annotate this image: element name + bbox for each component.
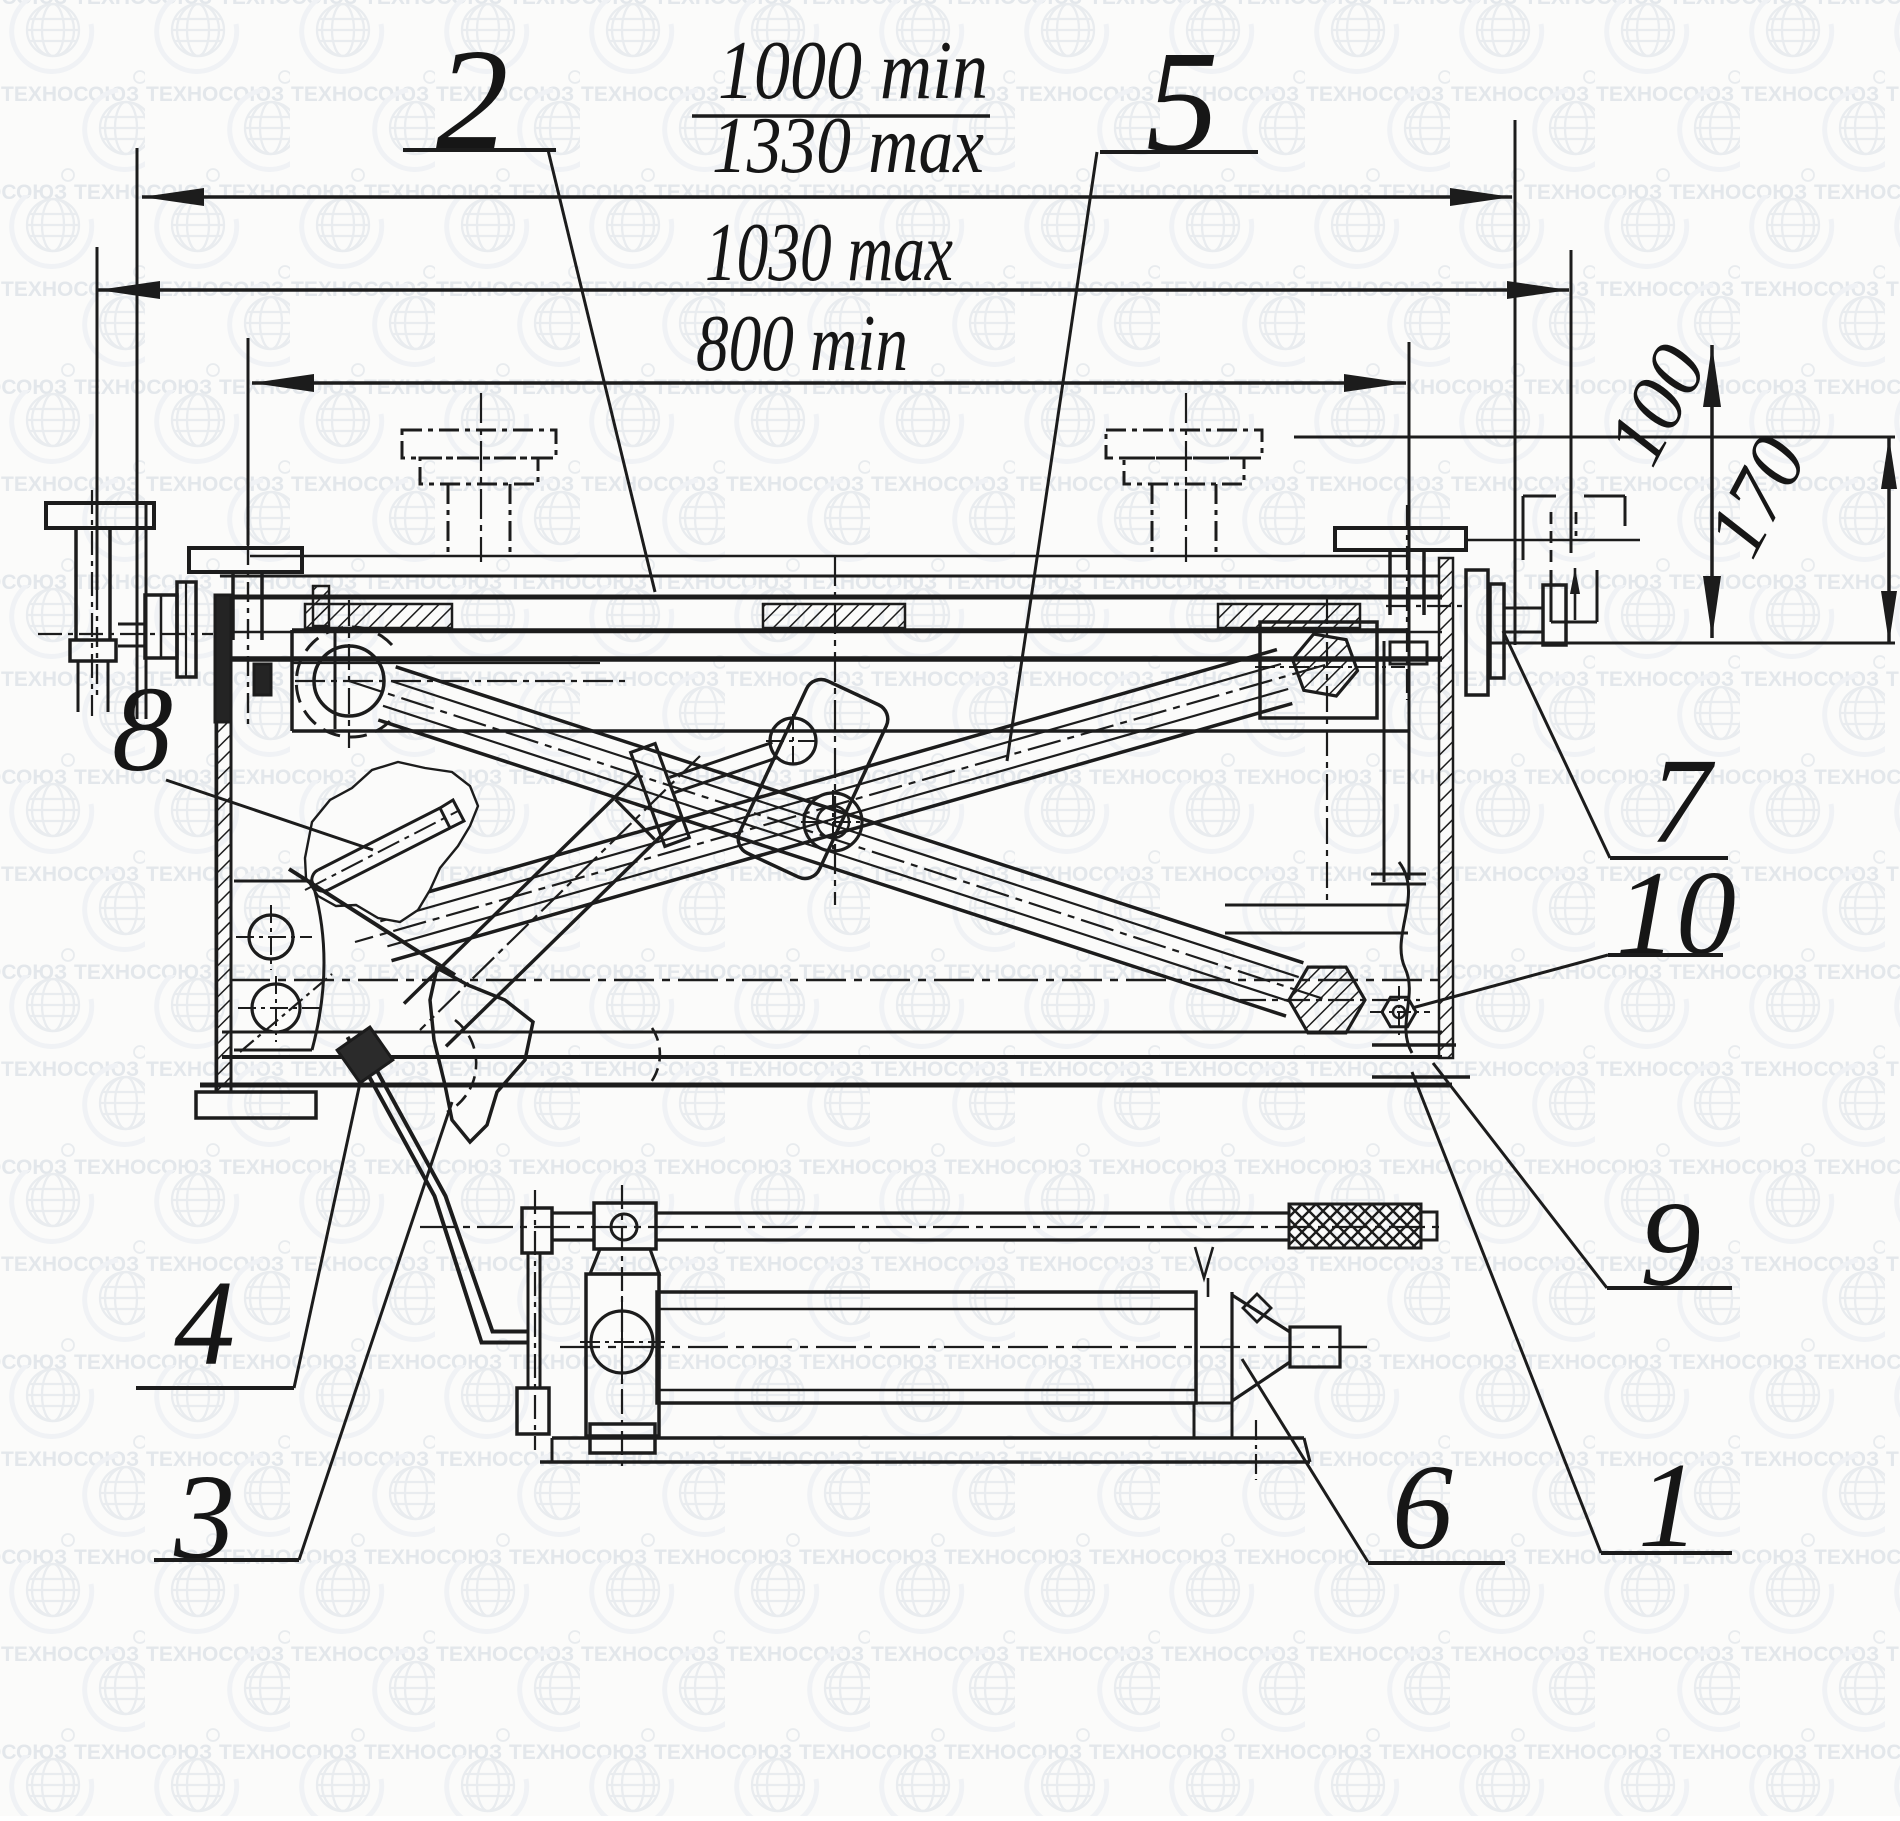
svg-text:3: 3 — [173, 1450, 235, 1585]
svg-text:1330 max: 1330 max — [712, 102, 984, 190]
svg-text:4: 4 — [174, 1256, 235, 1391]
svg-text:5: 5 — [1146, 22, 1219, 182]
svg-text:1000 min: 1000 min — [718, 24, 988, 117]
svg-text:800 min: 800 min — [696, 300, 908, 388]
svg-text:2: 2 — [436, 20, 509, 180]
svg-text:7: 7 — [1650, 734, 1716, 869]
svg-text:8: 8 — [112, 662, 173, 797]
svg-text:9: 9 — [1640, 1177, 1701, 1312]
svg-text:1: 1 — [1638, 1438, 1699, 1573]
svg-text:6: 6 — [1392, 1440, 1453, 1575]
svg-text:10: 10 — [1616, 846, 1736, 979]
svg-text:1030 max: 1030 max — [705, 206, 953, 299]
